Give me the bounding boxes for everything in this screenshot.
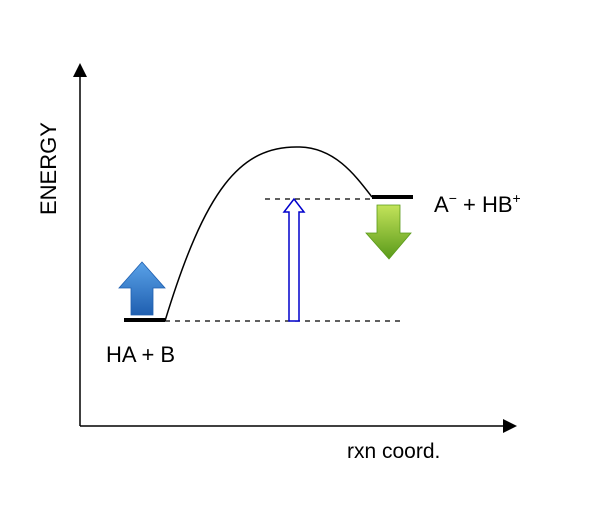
hollow-up-arrow-icon [282, 197, 306, 322]
green-down-arrow-icon [365, 204, 412, 260]
product-label-sup2: + [513, 190, 521, 206]
y-axis-label: ENERGY [36, 122, 61, 215]
reactant-label: HA + B [106, 342, 175, 367]
product-label-mid: + HB [457, 192, 513, 217]
reaction-curve [164, 146, 373, 322]
x-axis-label: rxn coord. [347, 440, 440, 463]
product-label-sup1: − [449, 190, 457, 206]
blue-up-arrow-icon [118, 261, 166, 316]
product-label: A− + HB+ [434, 190, 521, 217]
product-label-main: A [434, 192, 449, 217]
